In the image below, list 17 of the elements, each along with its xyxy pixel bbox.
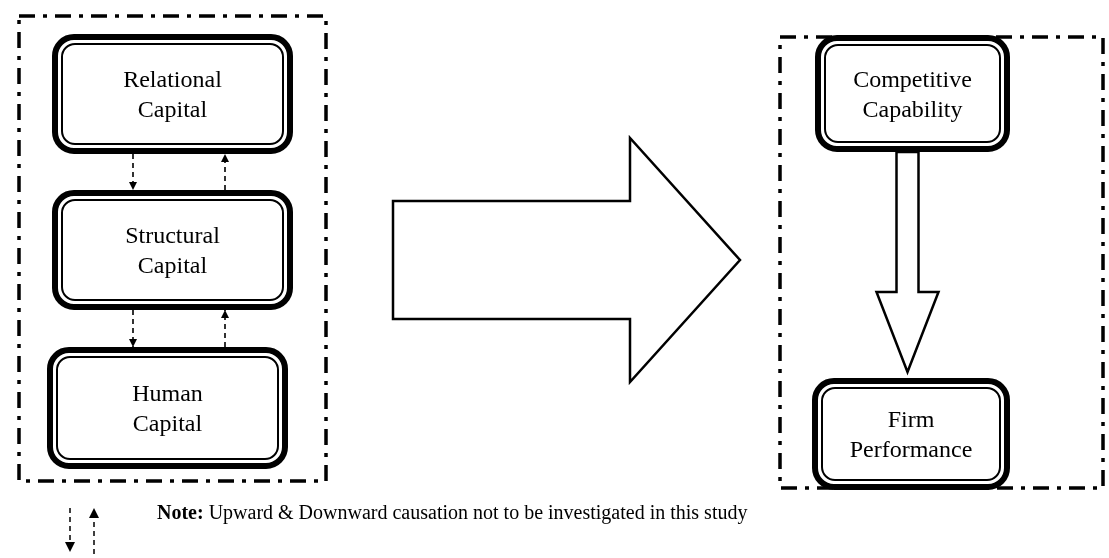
box-label: Human Capital xyxy=(131,379,204,438)
double-border-box xyxy=(47,347,288,469)
block-arrow xyxy=(391,134,742,386)
dashed-arrow xyxy=(221,309,229,348)
double-border-box xyxy=(52,190,293,310)
box-label: Firm Performance xyxy=(848,405,974,464)
box-label: Competitive Capability xyxy=(852,64,973,124)
dashed-arrow xyxy=(221,153,229,191)
box-label: Structural Capital xyxy=(124,221,221,280)
box-label: Relational Capital xyxy=(122,65,223,124)
dashed-arrow xyxy=(129,153,137,191)
dashed-arrow xyxy=(129,309,137,348)
double-border-box xyxy=(812,378,1010,490)
block-arrow xyxy=(874,150,941,376)
double-border-box xyxy=(815,35,1010,152)
double-border-box xyxy=(52,34,293,154)
note-text: Note: Upward & Downward causation not to be investigated in this study xyxy=(157,500,748,526)
